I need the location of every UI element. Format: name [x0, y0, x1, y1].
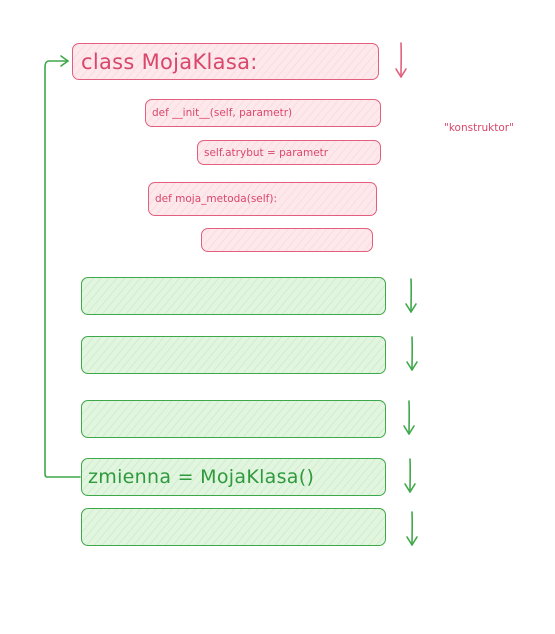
code-block-1 — [81, 277, 386, 315]
arrow-down-icon — [403, 400, 415, 435]
method-def-box: def moja_metoda(self): — [148, 182, 377, 216]
arrow-right-icon — [44, 55, 81, 478]
code-block-3 — [81, 400, 386, 438]
code-block-5 — [81, 508, 386, 546]
init-method-box: def __init__(self, parametr) — [145, 99, 381, 127]
constructor-note: "konstruktor" — [444, 122, 514, 134]
instance-box: zmienna = MojaKlasa() — [81, 458, 386, 496]
class-header-text: class MojaKlasa: — [81, 49, 258, 74]
arrow-down-icon — [405, 278, 417, 313]
class-header-box: class MojaKlasa: — [72, 43, 379, 80]
attribute-text: self.atrybut = parametr — [204, 146, 329, 159]
method-body-box — [201, 228, 373, 252]
attribute-box: self.atrybut = parametr — [197, 140, 381, 165]
arrow-down-icon — [395, 42, 407, 78]
arrow-down-icon — [406, 336, 418, 371]
arrow-down-icon — [404, 458, 416, 493]
init-method-text: def __init__(self, parametr) — [152, 107, 293, 119]
method-def-text: def moja_metoda(self): — [155, 193, 278, 205]
code-block-2 — [81, 336, 386, 374]
instance-text: zmienna = MojaKlasa() — [88, 466, 315, 488]
arrow-down-icon — [406, 511, 418, 546]
